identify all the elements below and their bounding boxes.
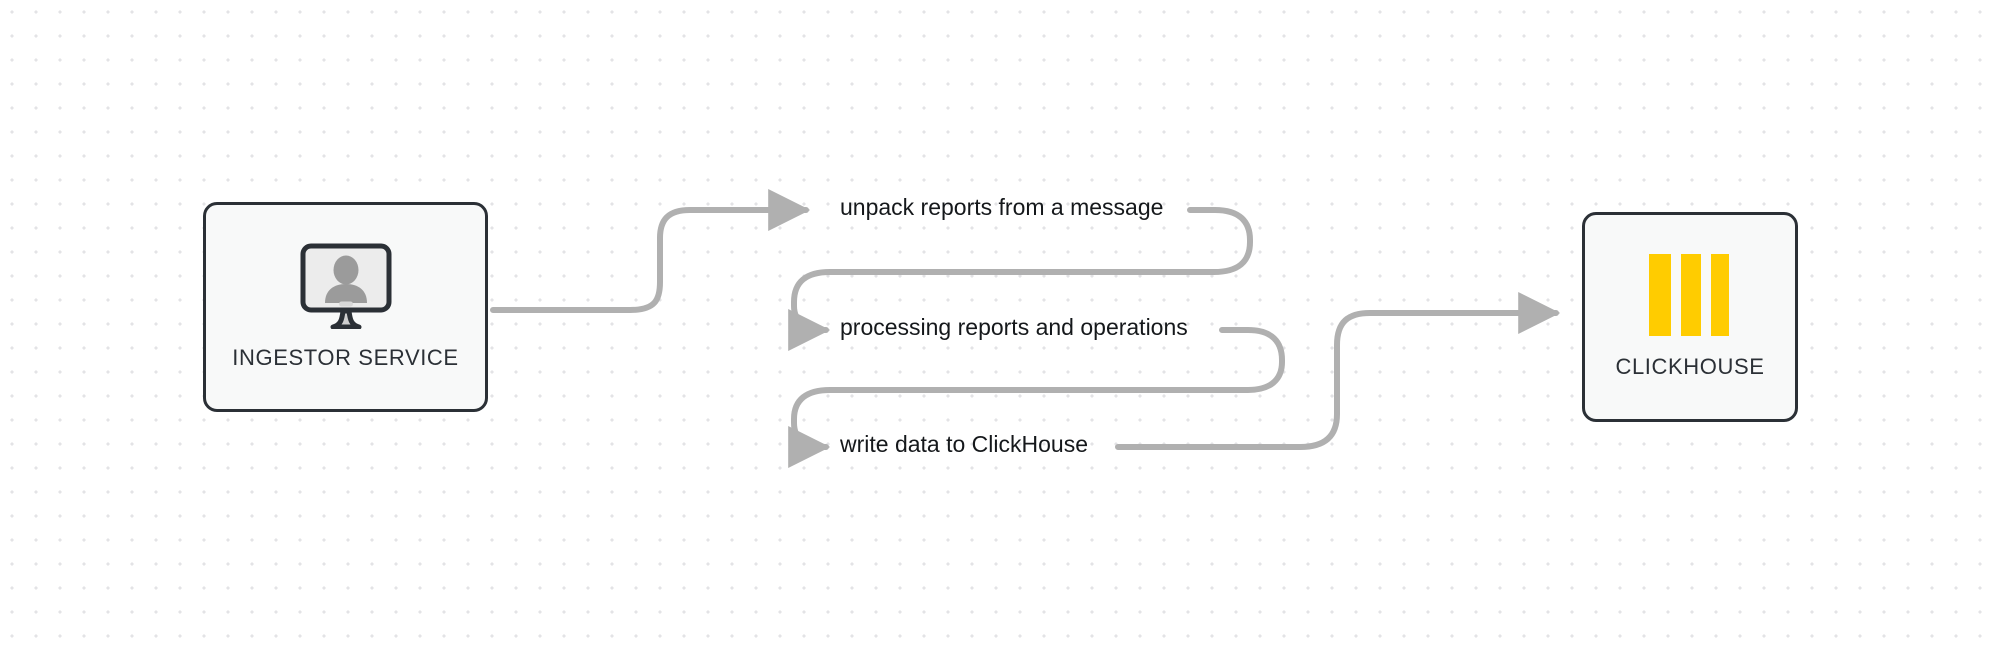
clickhouse-logo-icon (1647, 254, 1733, 336)
monitor-user-icon (299, 243, 393, 329)
edge-write-to-clickhouse (1115, 292, 1561, 450)
edge-label-unpack: unpack reports from a message (840, 194, 1164, 220)
node-ingestor-service[interactable]: INGESTOR SERVICE (203, 202, 488, 412)
edge-label-write: write data to ClickHouse (840, 431, 1088, 457)
edge-processing-to-write (788, 327, 1285, 468)
node-clickhouse-label: CLICKHOUSE (1615, 354, 1765, 379)
node-ingestor-service-label: INGESTOR SERVICE (232, 345, 459, 370)
edge-unpack-to-processing (788, 207, 1253, 351)
node-clickhouse[interactable]: CLICKHOUSE (1582, 212, 1798, 422)
edge-label-processing: processing reports and operations (840, 314, 1188, 340)
edge-ingestor-to-unpack (490, 189, 811, 313)
